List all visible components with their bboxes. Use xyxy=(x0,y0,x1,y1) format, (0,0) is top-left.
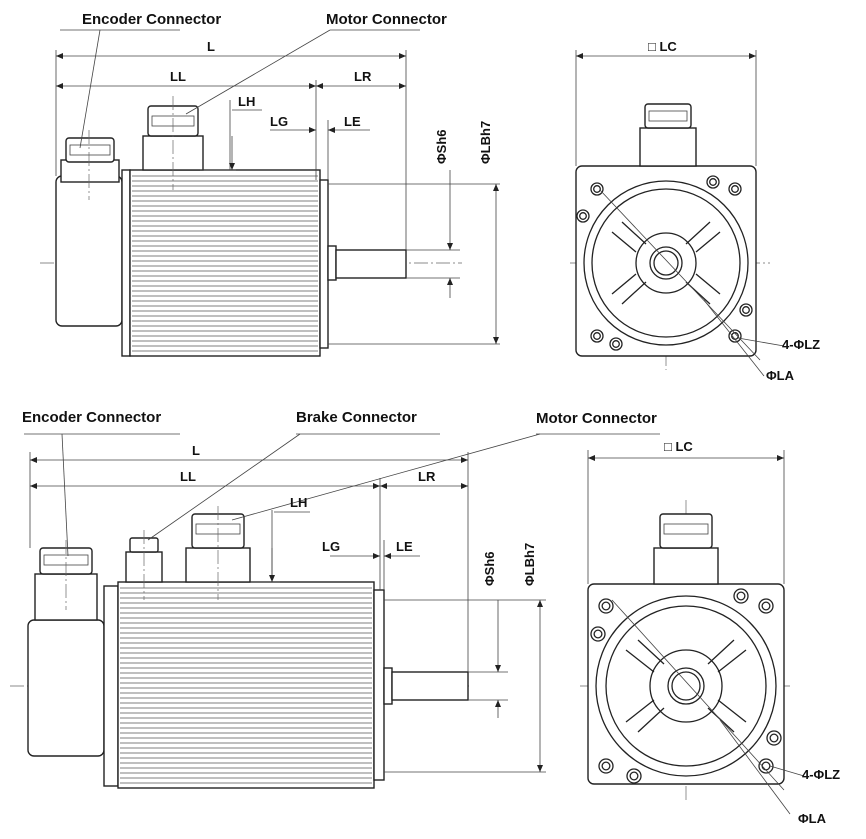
mounting-hole xyxy=(766,730,782,746)
dim-L: L xyxy=(207,39,215,54)
mounting-hole xyxy=(706,175,720,189)
mounting-hole xyxy=(601,761,611,771)
mounting-hole xyxy=(742,306,750,314)
dim-LC: □ LC xyxy=(648,39,677,54)
mounting-hole xyxy=(593,332,601,340)
mounting-hole xyxy=(629,771,639,781)
mounting-hole xyxy=(609,337,623,351)
front-flange xyxy=(319,179,329,349)
mounting-hole xyxy=(593,185,601,193)
mounting-hole xyxy=(626,768,642,784)
dim-LC-2: □ LC xyxy=(664,439,693,454)
bottom-front-view: □ LC 4-ΦLZ ΦLA xyxy=(580,439,840,826)
dim-LL: LL xyxy=(170,69,186,84)
dim-LZ: 4-ΦLZ xyxy=(782,337,820,352)
dim-flange-diameter-2: ΦLBh7 xyxy=(522,543,537,586)
dim-LZ-2: 4-ΦLZ xyxy=(802,767,840,782)
mounting-hole xyxy=(579,212,587,220)
dim-LH-2: LH xyxy=(290,495,307,510)
mounting-hole xyxy=(709,178,717,186)
mounting-hole xyxy=(590,329,604,343)
encoder-connector-label: Encoder Connector xyxy=(82,11,221,28)
dim-LE-2: LE xyxy=(396,539,413,554)
top-side-view: Encoder Connector Motor Connector L LL L… xyxy=(40,11,500,357)
dim-LA-2: ΦLA xyxy=(798,811,827,826)
mounting-hole xyxy=(758,758,774,774)
mounting-hole xyxy=(593,629,603,639)
motor-connector-label-2: Motor Connector xyxy=(536,410,657,427)
mounting-hole xyxy=(590,626,606,642)
dim-LG-2: LG xyxy=(322,539,340,554)
mounting-hole xyxy=(601,601,611,611)
encoder-connector-label-2: Encoder Connector xyxy=(22,409,161,426)
mounting-hole xyxy=(769,733,779,743)
dim-LH: LH xyxy=(238,94,255,109)
dim-LR: LR xyxy=(354,69,372,84)
dim-shaft-diameter-2: ΦSh6 xyxy=(482,551,497,586)
dim-LA: ΦLA xyxy=(766,368,795,383)
dim-LR-2: LR xyxy=(418,469,436,484)
brake-connector-label: Brake Connector xyxy=(296,409,417,426)
mounting-hole xyxy=(576,209,590,223)
motor-connector-label: Motor Connector xyxy=(326,11,447,28)
mounting-hole xyxy=(590,182,604,196)
mounting-hole xyxy=(758,598,774,614)
dim-LL-2: LL xyxy=(180,469,196,484)
mounting-hole xyxy=(731,185,739,193)
mounting-hole xyxy=(736,591,746,601)
mounting-hole xyxy=(728,329,742,343)
mounting-hole xyxy=(739,303,753,317)
mounting-hole xyxy=(761,601,771,611)
encoder-connector-base xyxy=(60,159,120,183)
mounting-hole xyxy=(598,598,614,614)
mounting-hole xyxy=(728,182,742,196)
bottom-side-view: Encoder Connector Brake Connector Motor … xyxy=(10,409,660,789)
dim-shaft-diameter: ΦSh6 xyxy=(434,129,449,164)
dim-LG: LG xyxy=(270,114,288,129)
top-front-view: □ LC 4-ΦLZ ΦLA xyxy=(570,39,820,383)
shaft xyxy=(335,249,407,279)
dim-L-2: L xyxy=(192,443,200,458)
encoder-connector xyxy=(65,137,115,163)
dim-flange-diameter: ΦLBh7 xyxy=(478,121,493,164)
mounting-hole xyxy=(598,758,614,774)
mounting-hole xyxy=(612,340,620,348)
motor-body xyxy=(129,169,321,357)
mounting-hole xyxy=(733,588,749,604)
dim-LE: LE xyxy=(344,114,361,129)
